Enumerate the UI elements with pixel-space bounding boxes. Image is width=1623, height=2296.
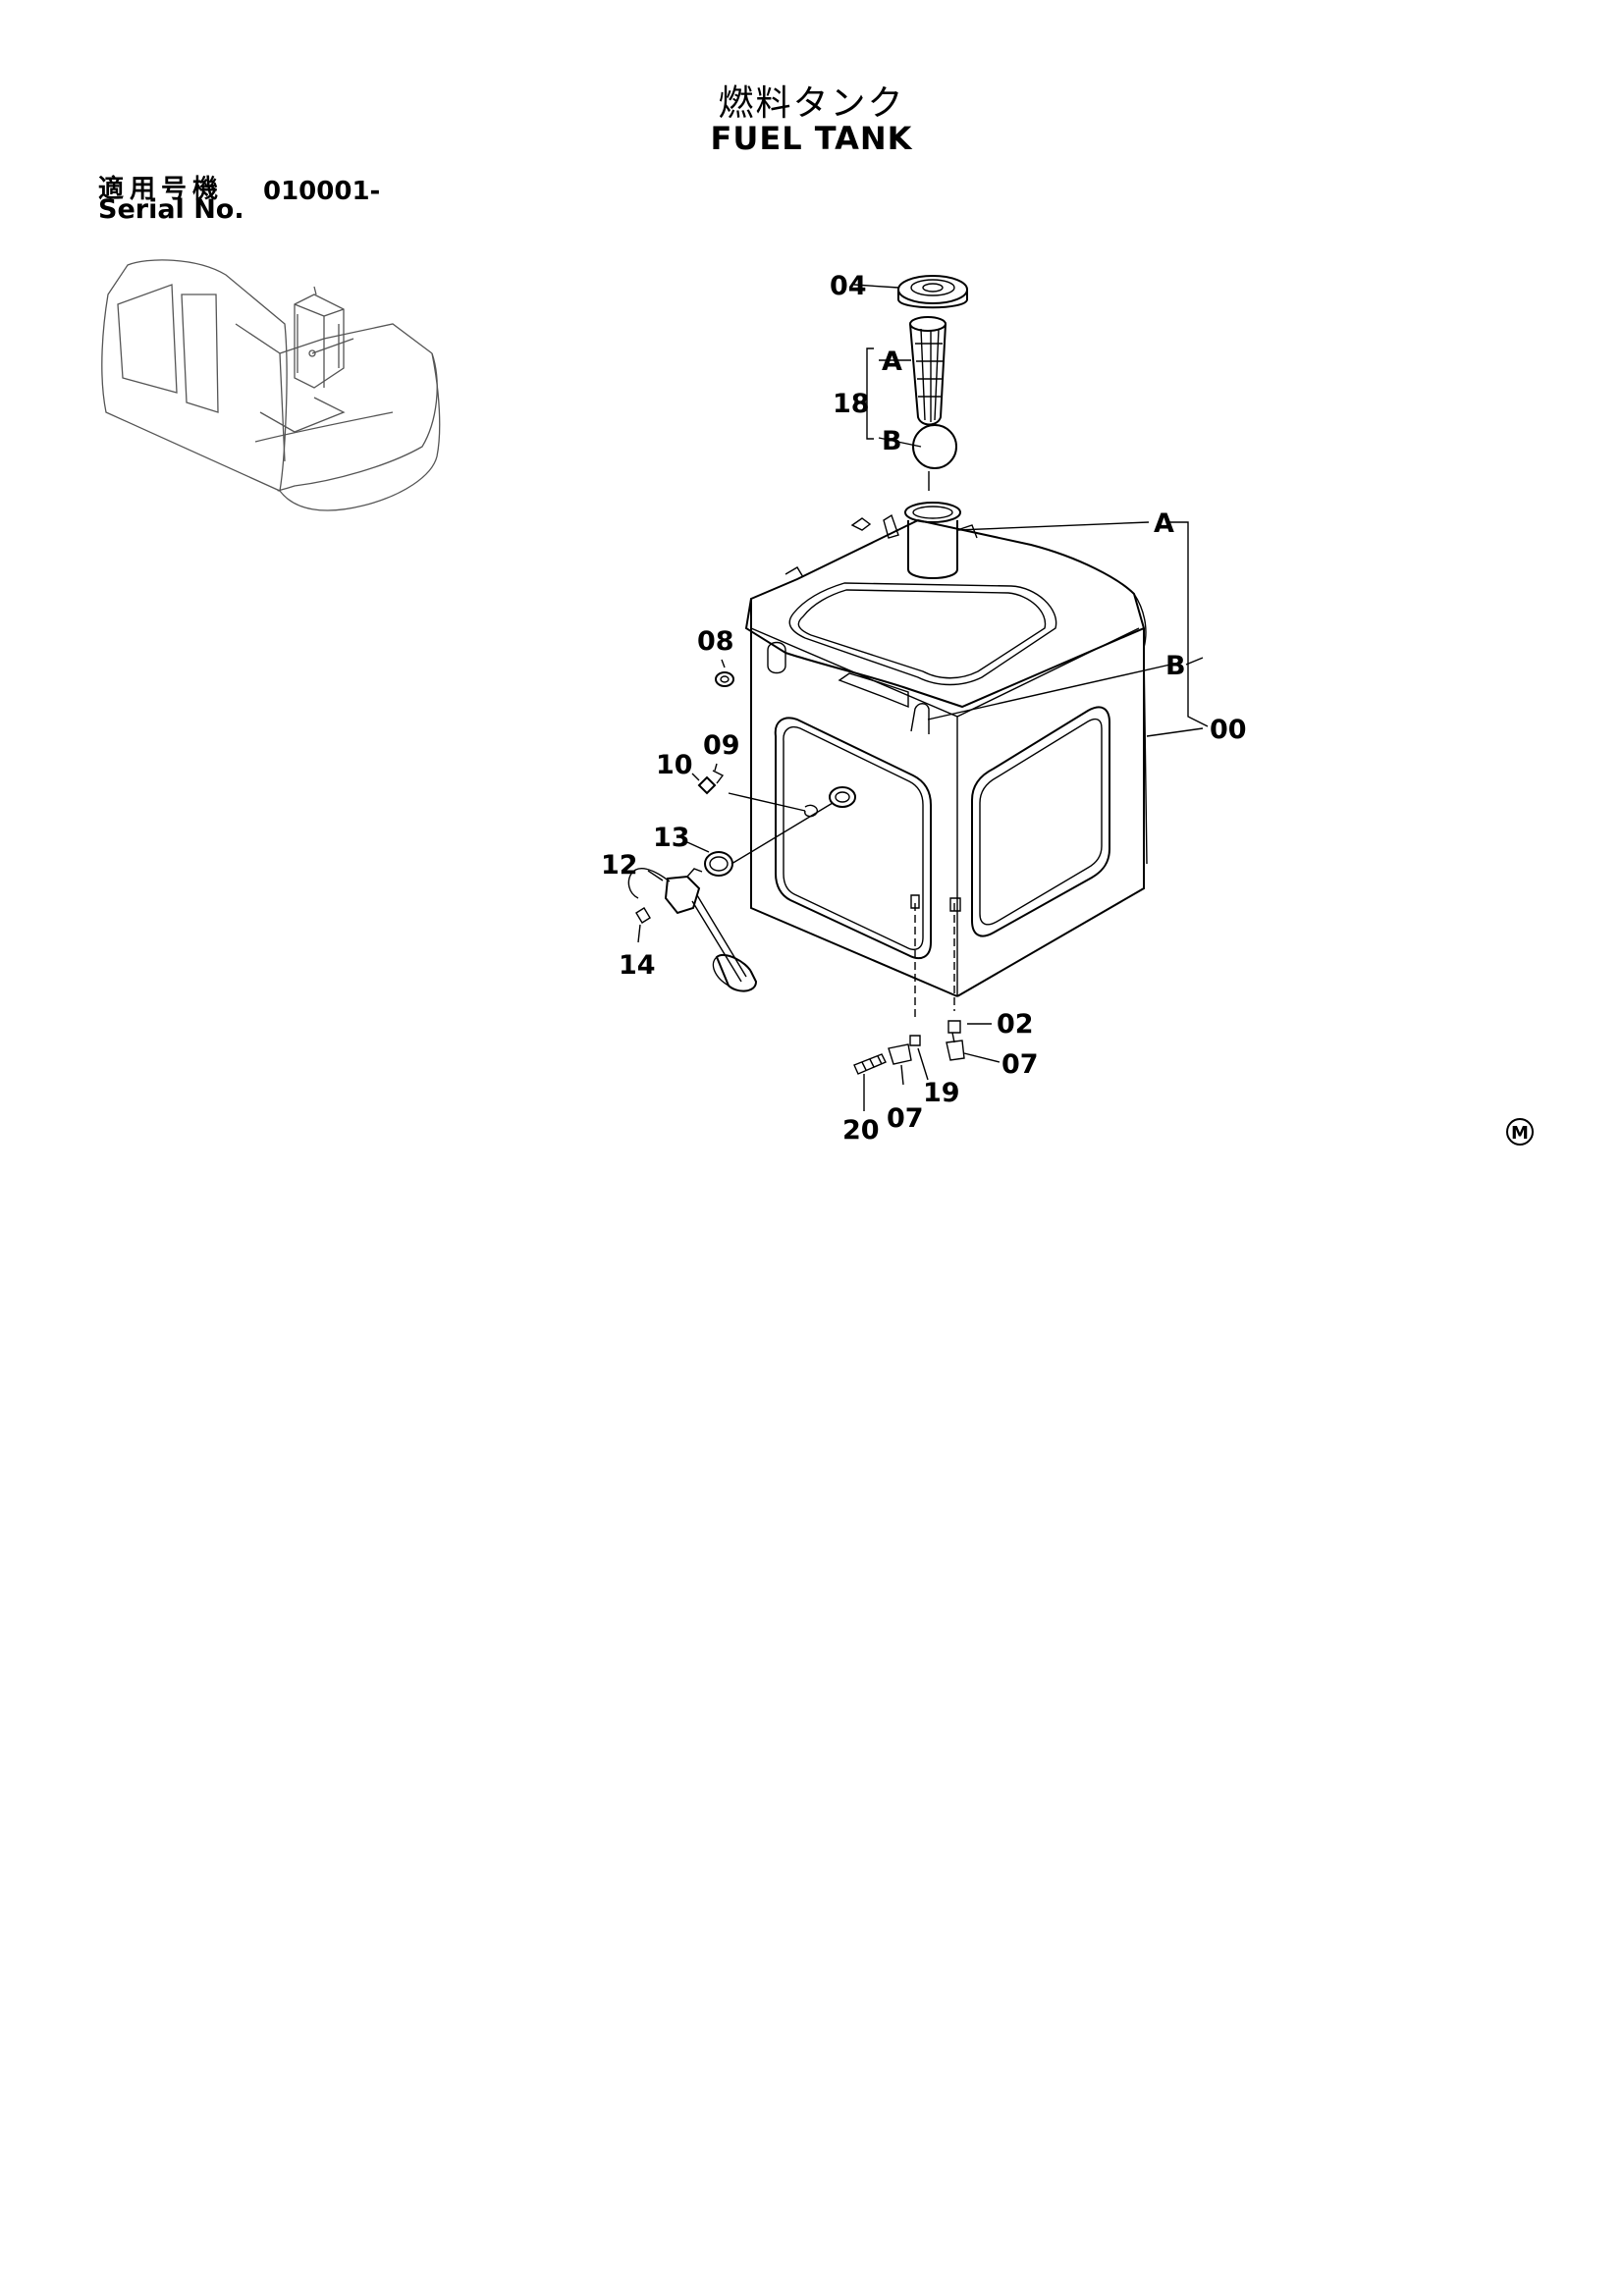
- serial-label-japanese: 適用号機: [98, 175, 225, 204]
- callout-09: 09: [703, 730, 740, 761]
- callout-13: 13: [653, 823, 690, 853]
- callout-07-right: 07: [1001, 1049, 1039, 1080]
- callout-02: 02: [997, 1009, 1034, 1040]
- strainer: [909, 316, 957, 491]
- callout-B-strainer: B: [882, 426, 902, 456]
- title-japanese: 燃料タンク: [718, 83, 905, 124]
- callout-14: 14: [619, 950, 656, 981]
- callout-04: 04: [830, 271, 867, 301]
- fuel-tank-body: [744, 502, 1148, 1021]
- drain-fittings: [853, 1020, 965, 1075]
- callout-10: 10: [656, 750, 693, 780]
- callout-08: 08: [697, 626, 734, 657]
- fuel-sender-assembly: [627, 671, 856, 992]
- locator-illustration: [101, 259, 441, 511]
- serial-value: 010001-: [263, 177, 381, 206]
- callout-A-tank: A: [1154, 508, 1174, 539]
- serial-label: Serial No.: [98, 194, 244, 225]
- callout-07-bottom: 07: [887, 1103, 924, 1134]
- mark-letter: M: [1511, 1123, 1529, 1144]
- circled-m-mark: M: [1506, 1118, 1534, 1146]
- callout-20: 20: [842, 1115, 880, 1146]
- filler-cap: [897, 275, 968, 309]
- callout-B-tank: B: [1165, 651, 1186, 681]
- callout-00: 00: [1210, 715, 1247, 745]
- title-english: FUEL TANK: [710, 120, 913, 157]
- leader-lines: [637, 284, 1209, 1111]
- callout-A-strainer: A: [882, 347, 902, 377]
- callout-18: 18: [833, 389, 870, 419]
- callout-19: 19: [923, 1078, 960, 1108]
- callout-12: 12: [601, 850, 638, 881]
